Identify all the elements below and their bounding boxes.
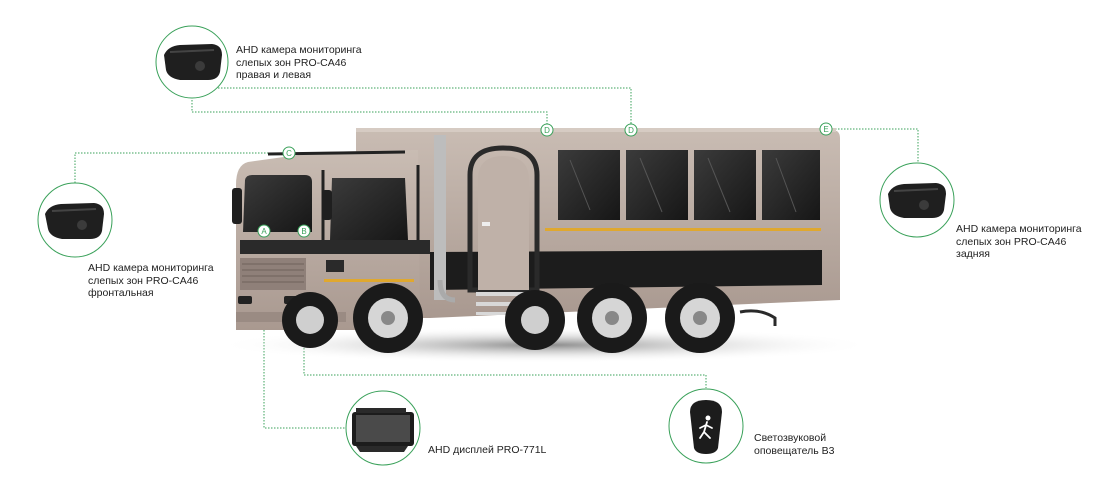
label-line: AHD камера мониторинга: [236, 44, 362, 56]
label-line: Светозвуковой: [754, 432, 827, 444]
label-line: AHD камера мониторинга: [88, 262, 214, 274]
label-line: оповещатель B3: [754, 444, 835, 457]
camera-icon: [888, 183, 946, 218]
label-line: правая и левая: [236, 69, 312, 81]
svg-text:D: D: [628, 126, 634, 135]
label-line: задняя: [956, 248, 990, 260]
truck-door: [467, 145, 540, 293]
camera-icon: [45, 203, 104, 239]
label-line: фронтальная: [88, 287, 154, 299]
door-handle: [482, 222, 490, 226]
svg-text:C: C: [286, 149, 292, 158]
truck-window: [626, 150, 688, 220]
cab-windshield: [243, 175, 312, 232]
svg-text:B: B: [301, 227, 306, 236]
cab-mirror: [322, 190, 332, 220]
marker-c: C: [282, 146, 296, 160]
connector-front-camera-c: [74, 152, 284, 183]
truck-window: [762, 150, 820, 220]
marker-a: A: [257, 224, 271, 238]
truck-window: [558, 150, 620, 220]
truck-window: [694, 150, 756, 220]
display-label: AHD дисплей PRO-771L: [428, 444, 546, 457]
cab-grill: [240, 258, 306, 290]
marker-b: B: [297, 224, 311, 238]
rear-camera-label: AHD камера мониторинга слепых зон PRO-CA…: [956, 223, 1082, 261]
truck-wheel: [505, 290, 565, 350]
truck-wheel: [282, 292, 338, 348]
connector-rear-camera-e: [832, 128, 919, 163]
display-badge: [345, 390, 421, 466]
camera-icon: [164, 44, 222, 80]
headlight: [238, 296, 252, 304]
monitor-icon: [352, 408, 414, 452]
connector-side-camera-d1: [191, 97, 548, 124]
cab-mirror: [232, 188, 242, 224]
rear-camera-badge: [879, 162, 955, 238]
connector-side-camera-d2: [218, 87, 632, 124]
label-line: AHD дисплей PRO-771L: [428, 444, 547, 456]
side-camera-badge: [155, 25, 229, 99]
marker-d-right: D: [624, 123, 638, 137]
truck-wheel: [353, 283, 423, 353]
truck-illustration: [232, 128, 840, 353]
label-line: AHD камера мониторинга: [956, 223, 1082, 235]
exhaust-pipe: [434, 135, 446, 300]
marker-d-left: D: [540, 123, 554, 137]
alarm-label: Светозвуковой оповещатель B3: [754, 432, 834, 457]
front-camera-badge: [37, 182, 113, 258]
side-camera-label: AHD камера мониторинга слепых зон PRO-CA…: [236, 44, 362, 82]
truck-wheel: [577, 283, 647, 353]
label-line: слепых зон PRO-CA46: [88, 274, 199, 287]
truck-wheel: [665, 283, 735, 353]
marker-e: E: [819, 122, 833, 136]
svg-text:D: D: [544, 126, 550, 135]
truck-stripe: [545, 228, 821, 231]
label-line: слепых зон PRO-CA46: [956, 235, 1067, 248]
pedestrian-alarm-icon: [690, 400, 722, 454]
front-camera-label: AHD камера мониторинга слепых зон PRO-CA…: [88, 262, 214, 300]
cab-side-window: [330, 178, 408, 240]
svg-text:A: A: [261, 227, 267, 236]
label-line: слепых зон PRO-CA46: [236, 56, 347, 69]
svg-text:E: E: [823, 125, 828, 134]
cab-stripe: [324, 279, 414, 282]
alarm-badge: [668, 388, 744, 464]
